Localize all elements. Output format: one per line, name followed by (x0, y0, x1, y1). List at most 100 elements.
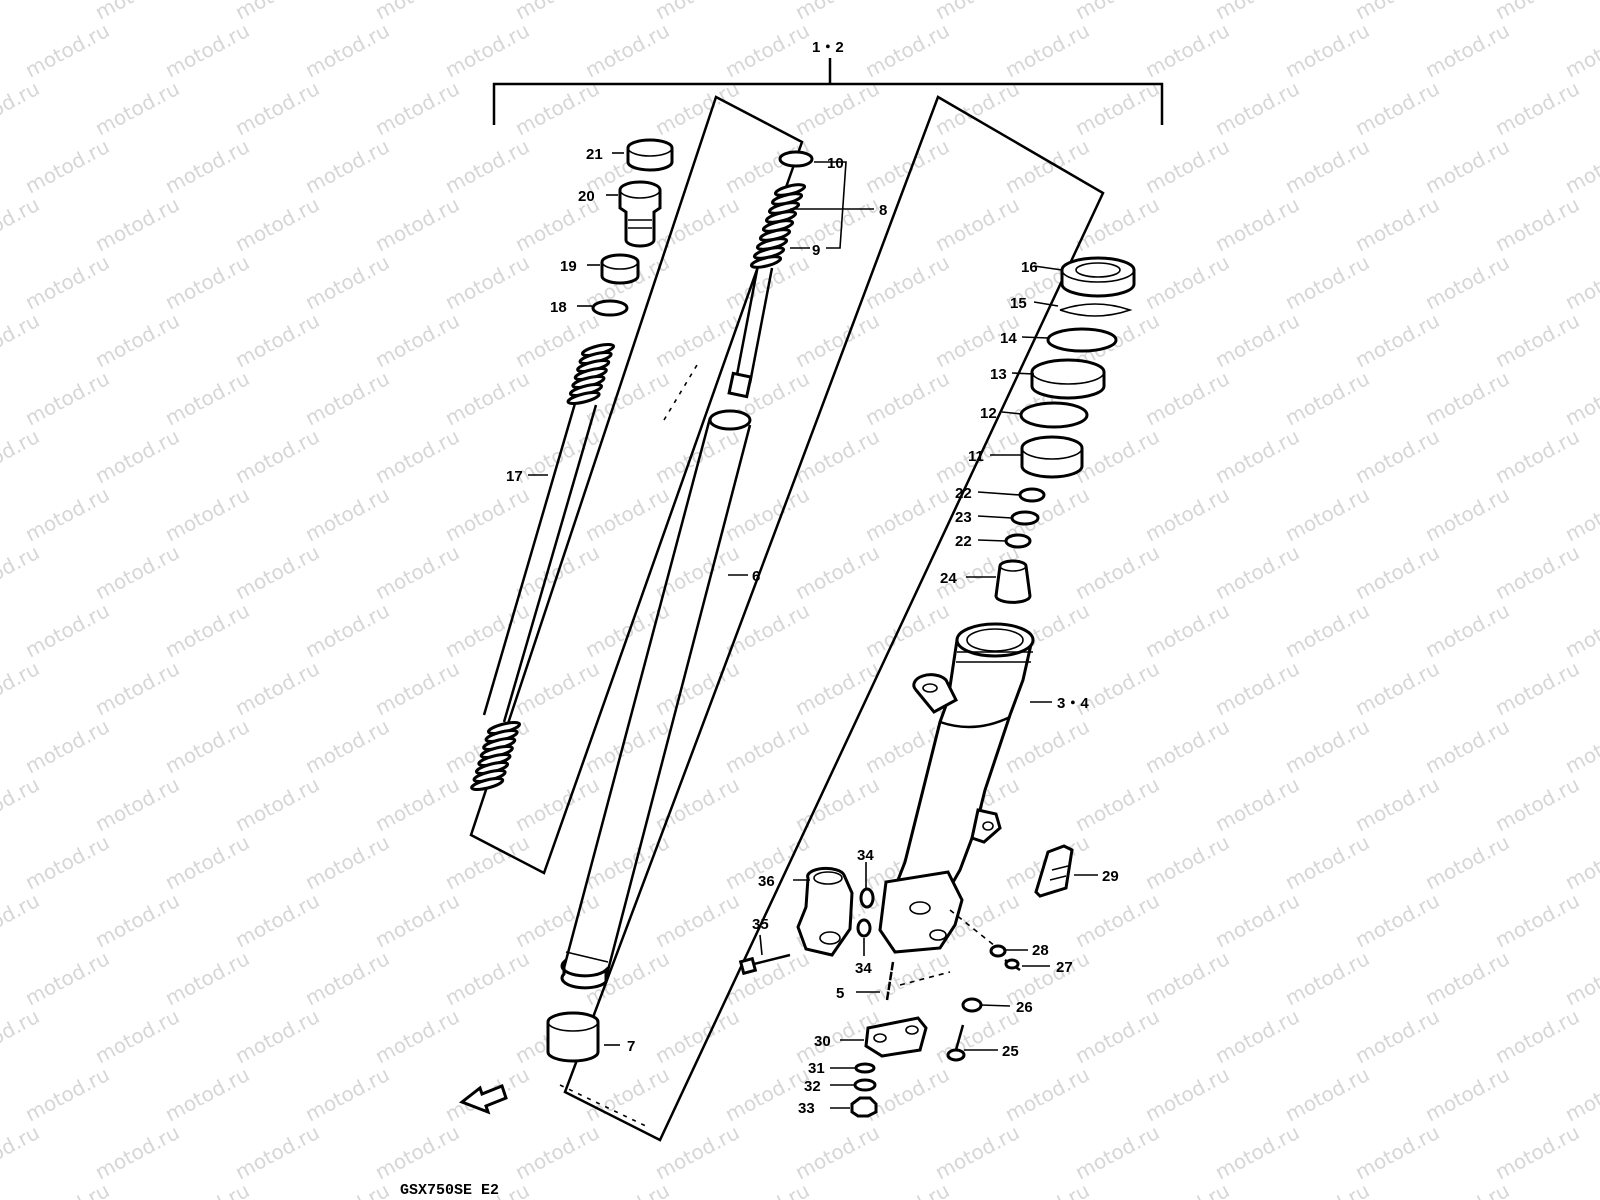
watermark-text: motod.ru (301, 134, 393, 198)
label-11: 11 (968, 448, 984, 465)
watermark-text: motod.ru (1421, 1178, 1513, 1200)
gasket-28 (989, 944, 1007, 958)
watermark-text: motod.ru (1071, 540, 1163, 604)
watermark-text: motod.ru (1421, 134, 1513, 198)
label-27: 27 (1056, 959, 1073, 976)
watermark-text: motod.ru (1561, 18, 1600, 82)
label-31: 31 (808, 1060, 825, 1077)
o-ring-part (591, 299, 629, 317)
watermark-text: motod.ru (1141, 830, 1233, 894)
label-3-4: 3・4 (1057, 695, 1089, 712)
axle-holder-cap-part (864, 1016, 928, 1058)
fork-spring-part (470, 343, 616, 791)
watermark-text: motod.ru (1421, 482, 1513, 546)
watermark-text: motod.ru (1211, 888, 1303, 952)
drain-bolt-25 (946, 1024, 966, 1062)
watermark-text: motod.ru (441, 946, 533, 1010)
label-29: 29 (1102, 868, 1119, 885)
watermark-text: motod.ru (861, 1178, 953, 1200)
watermark-text: motod.ru (1281, 598, 1373, 662)
watermark-text: motod.ru (371, 0, 463, 24)
watermark-text: motod.ru (511, 772, 603, 836)
watermark-text: motod.ru (1071, 888, 1163, 952)
gasket-part (1010, 510, 1040, 526)
label-34-lower: 34 (855, 960, 872, 977)
watermark-text: motod.ru (581, 1062, 673, 1126)
watermark-text: motod.ru (1351, 656, 1443, 720)
watermark-text: motod.ru (371, 424, 463, 488)
watermark-text: motod.ru (1211, 424, 1303, 488)
watermark-text: motod.ru (1491, 308, 1583, 372)
watermark-text: motod.ru (91, 1120, 183, 1184)
watermark-text: motod.ru (651, 308, 743, 372)
watermark-text: motod.ru (21, 366, 113, 430)
watermark-text: motod.ru (161, 366, 253, 430)
washer-31 (854, 1062, 876, 1074)
label-15: 15 (1010, 295, 1027, 312)
watermark-text: motod.ru (0, 424, 43, 488)
watermark-text: motod.ru (791, 540, 883, 604)
watermark-text: motod.ru (231, 308, 323, 372)
watermark-text: motod.ru (21, 134, 113, 198)
watermark-text: motod.ru (441, 18, 533, 82)
watermark-text: motod.ru (791, 76, 883, 140)
watermark-text: motod.ru (161, 830, 253, 894)
slide-metal-part (1020, 435, 1084, 479)
watermark-text: motod.ru (651, 540, 743, 604)
spring-group-panel (469, 95, 804, 875)
leader-lines (528, 152, 1098, 1129)
watermark-text: motod.ru (1071, 76, 1163, 140)
part-labels: 1・2 21 20 19 18 17 10 8 9 6 7 16 15 14 1… (506, 39, 1119, 1117)
watermark-text: motod.ru (21, 714, 113, 778)
label-26: 26 (1016, 999, 1033, 1016)
label-30: 30 (814, 1033, 831, 1050)
watermark-text: motod.ru (861, 1062, 953, 1126)
watermark-text: motod.ru (1281, 1178, 1373, 1200)
watermark-text: motod.ru (651, 424, 743, 488)
watermark-text: motod.ru (441, 830, 533, 894)
watermark-text: motod.ru (1211, 308, 1303, 372)
watermark-text: motod.ru (371, 192, 463, 256)
watermark-text: motod.ru (91, 308, 183, 372)
watermark-text: motod.ru (161, 482, 253, 546)
watermark-text: motod.ru (0, 0, 43, 24)
watermark-text: motod.ru (511, 656, 603, 720)
watermark-text: motod.ru (1491, 0, 1583, 24)
watermark-text: motod.ru (1351, 192, 1443, 256)
watermark-text: motod.ru (231, 1004, 323, 1068)
watermark-text: motod.ru (231, 0, 323, 24)
watermark-text: motod.ru (21, 18, 113, 82)
watermark-text: motod.ru (1211, 0, 1303, 24)
watermark-text: motod.ru (231, 1120, 323, 1184)
watermark-text: motod.ru (91, 192, 183, 256)
watermark-text: motod.ru (1351, 540, 1443, 604)
plug-part (600, 253, 640, 285)
watermark-text: motod.ru (1211, 656, 1303, 720)
watermark-text: motod.ru (511, 0, 603, 24)
label-13: 13 (990, 366, 1007, 383)
watermark-text: motod.ru (0, 192, 43, 256)
watermark-text: motod.ru (231, 424, 323, 488)
hose-clamp-part (1034, 844, 1074, 898)
label-18: 18 (550, 299, 567, 316)
label-7: 7 (627, 1038, 635, 1055)
screw-27 (1004, 958, 1021, 972)
watermark-text: motod.ru (1001, 134, 1093, 198)
watermark-text: motod.ru (1141, 366, 1233, 430)
watermark-text: motod.ru (161, 1062, 253, 1126)
watermark-text: motod.ru (1141, 1062, 1233, 1126)
watermark-text: motod.ru (1561, 598, 1600, 662)
watermark-text: motod.ru (1421, 598, 1513, 662)
watermark-text: motod.ru (91, 424, 183, 488)
watermark-text: motod.ru (1141, 482, 1233, 546)
watermark-text: motod.ru (371, 1004, 463, 1068)
watermark-text: motod.ru (161, 946, 253, 1010)
watermark-text: motod.ru (0, 1004, 43, 1068)
watermark-text: motod.ru (721, 598, 813, 662)
watermark-text: motod.ru (1421, 946, 1513, 1010)
watermark-text: motod.ru (721, 714, 813, 778)
watermark-text: motod.ru (91, 656, 183, 720)
watermark-text: motod.ru (861, 134, 953, 198)
watermark-text: motod.ru (1071, 772, 1163, 836)
